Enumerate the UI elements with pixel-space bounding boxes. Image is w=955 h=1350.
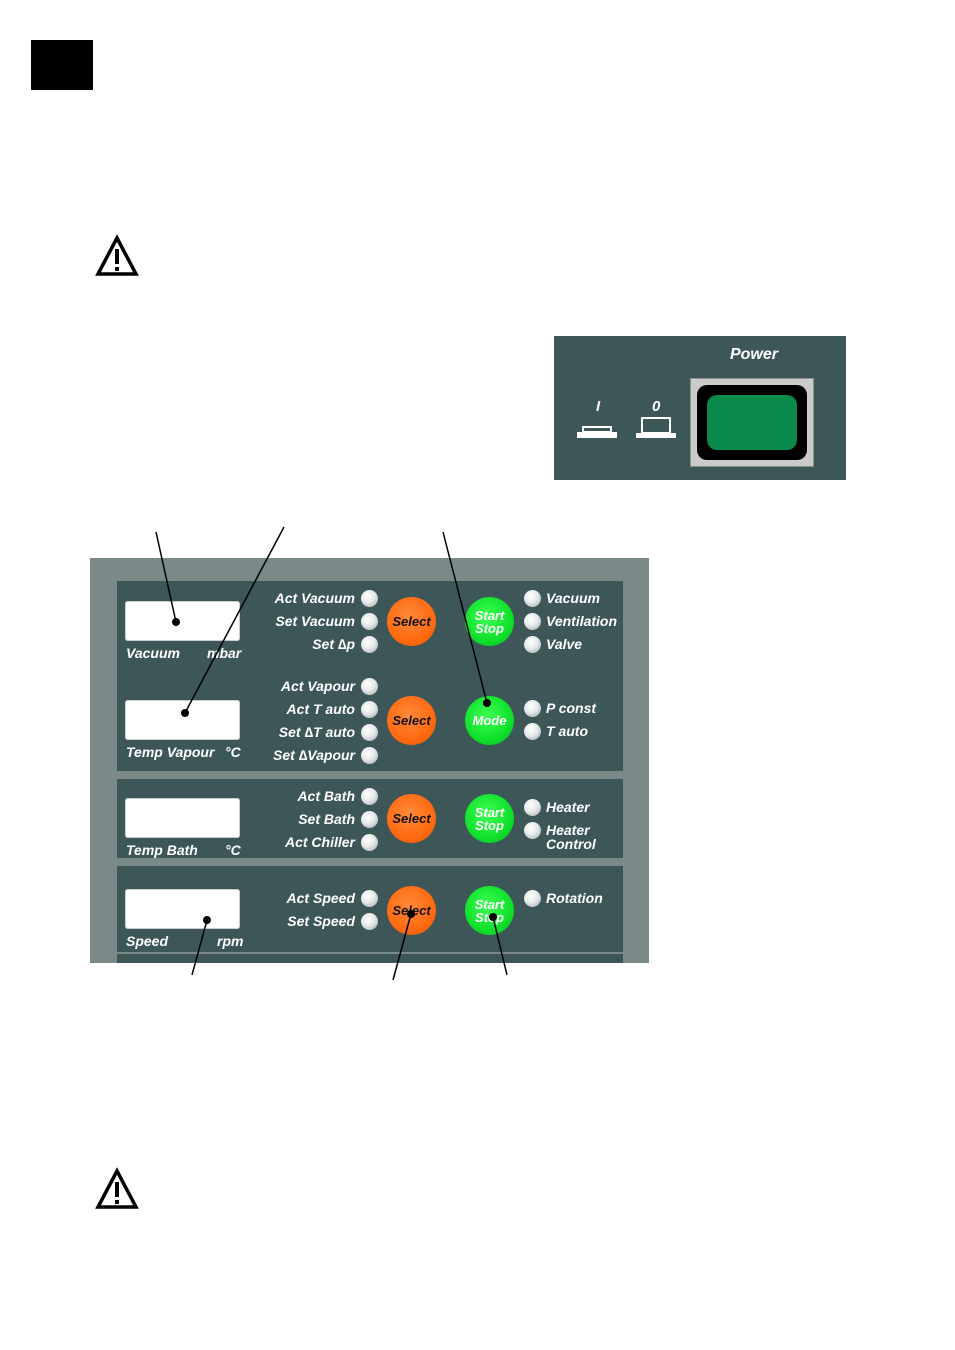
vacuum-select-button[interactable]: Select [387, 597, 436, 646]
speed-display [125, 889, 240, 929]
heater-control-led [524, 822, 541, 839]
t-auto-led [524, 723, 541, 740]
speed-display-unit: rpm [217, 933, 244, 949]
status-label: Heater [546, 799, 590, 815]
ventilation-status-led [524, 613, 541, 630]
bath-section: Temp Bath °C Act Bath Set Bath Act Chill… [117, 779, 623, 858]
vapour-select-button[interactable]: Select [387, 696, 436, 745]
callout-line-speed-display [191, 919, 208, 976]
status-label: P const [546, 700, 597, 716]
rotation-led [524, 890, 541, 907]
status-label: Rotation [546, 890, 603, 906]
on-position-icon [577, 426, 617, 438]
off-symbol-label: 0 [652, 398, 661, 415]
panel-divider [117, 952, 623, 954]
act-speed-led [361, 890, 378, 907]
temp-vapour-display-unit: °C [225, 744, 241, 760]
speed-display-label: Speed [126, 933, 169, 949]
power-switch-rocker [707, 395, 797, 450]
vacuum-display [125, 601, 240, 641]
act-vapour-led [361, 678, 378, 695]
status-label: Valve [546, 636, 583, 652]
power-panel: Power I 0 [554, 336, 846, 480]
status-label: T auto [546, 723, 588, 739]
temp-bath-display-label: Temp Bath [126, 842, 198, 858]
callout-line-mode-button [442, 531, 488, 704]
callout-line-vapour-display [184, 526, 285, 714]
led-label: Set ∆p [312, 636, 355, 652]
led-label: Act Vacuum [274, 590, 355, 606]
temp-bath-display-unit: °C [225, 842, 241, 858]
led-label: Act T auto [286, 701, 355, 717]
temp-bath-display [125, 798, 240, 838]
callout-line-vacuum-display [155, 531, 177, 623]
set-delta-p-led [361, 636, 378, 653]
act-bath-led [361, 788, 378, 805]
led-label: Set Vacuum [275, 613, 355, 629]
led-label: Act Chiller [284, 834, 355, 850]
led-label: Set Speed [287, 913, 355, 929]
valve-status-led [524, 636, 541, 653]
bath-select-button[interactable]: Select [387, 794, 436, 843]
speed-section: Speed rpm Act Speed Set Speed Select Sta… [117, 866, 623, 963]
on-symbol-label: I [596, 398, 601, 415]
warning-triangle-icon [95, 1167, 139, 1209]
bath-start-stop-button[interactable]: Start Stop [465, 794, 514, 843]
status-label: Ventilation [546, 613, 618, 629]
set-bath-led [361, 811, 378, 828]
act-vacuum-led [361, 590, 378, 607]
led-label: Act Vapour [280, 678, 355, 694]
status-label: Heater [546, 822, 590, 838]
warning-triangle-icon [95, 234, 139, 276]
vacuum-vapour-section: Vacuum mbar Act Vacuum Set Vacuum Set ∆p… [117, 581, 623, 771]
mode-button[interactable]: Mode [465, 696, 514, 745]
p-const-led [524, 700, 541, 717]
set-speed-led [361, 913, 378, 930]
set-delta-vapour-led [361, 747, 378, 764]
led-label: Set ∆Vapour [273, 747, 355, 763]
status-label: Control [546, 836, 596, 852]
callout-dot [181, 709, 189, 717]
led-label: Set Bath [298, 811, 355, 827]
page-marker-square [31, 40, 93, 90]
callout-line-speed-select [392, 913, 412, 981]
vacuum-display-label: Vacuum [126, 645, 180, 661]
callout-dot [489, 913, 497, 921]
led-label: Act Bath [297, 788, 355, 804]
heater-led [524, 799, 541, 816]
led-label: Act Speed [286, 890, 355, 906]
act-t-auto-led [361, 701, 378, 718]
temp-vapour-display [125, 700, 240, 740]
led-label: Set ∆T auto [278, 724, 355, 740]
vacuum-status-led [524, 590, 541, 607]
off-position-icon [636, 417, 676, 438]
set-vacuum-led [361, 613, 378, 630]
status-label: Vacuum [546, 590, 600, 606]
vacuum-start-stop-button[interactable]: Start Stop [465, 597, 514, 646]
set-delta-t-auto-led [361, 724, 378, 741]
power-switch[interactable] [690, 378, 814, 467]
callout-dot [203, 916, 211, 924]
callout-line-rotation-button [492, 916, 508, 976]
callout-dot [483, 699, 491, 707]
act-chiller-led [361, 834, 378, 851]
temp-vapour-display-label: Temp Vapour [126, 744, 215, 760]
power-title: Power [729, 346, 778, 363]
callout-dot [407, 910, 415, 918]
callout-dot [172, 618, 180, 626]
control-panel: Vacuum mbar Act Vacuum Set Vacuum Set ∆p… [90, 558, 649, 963]
